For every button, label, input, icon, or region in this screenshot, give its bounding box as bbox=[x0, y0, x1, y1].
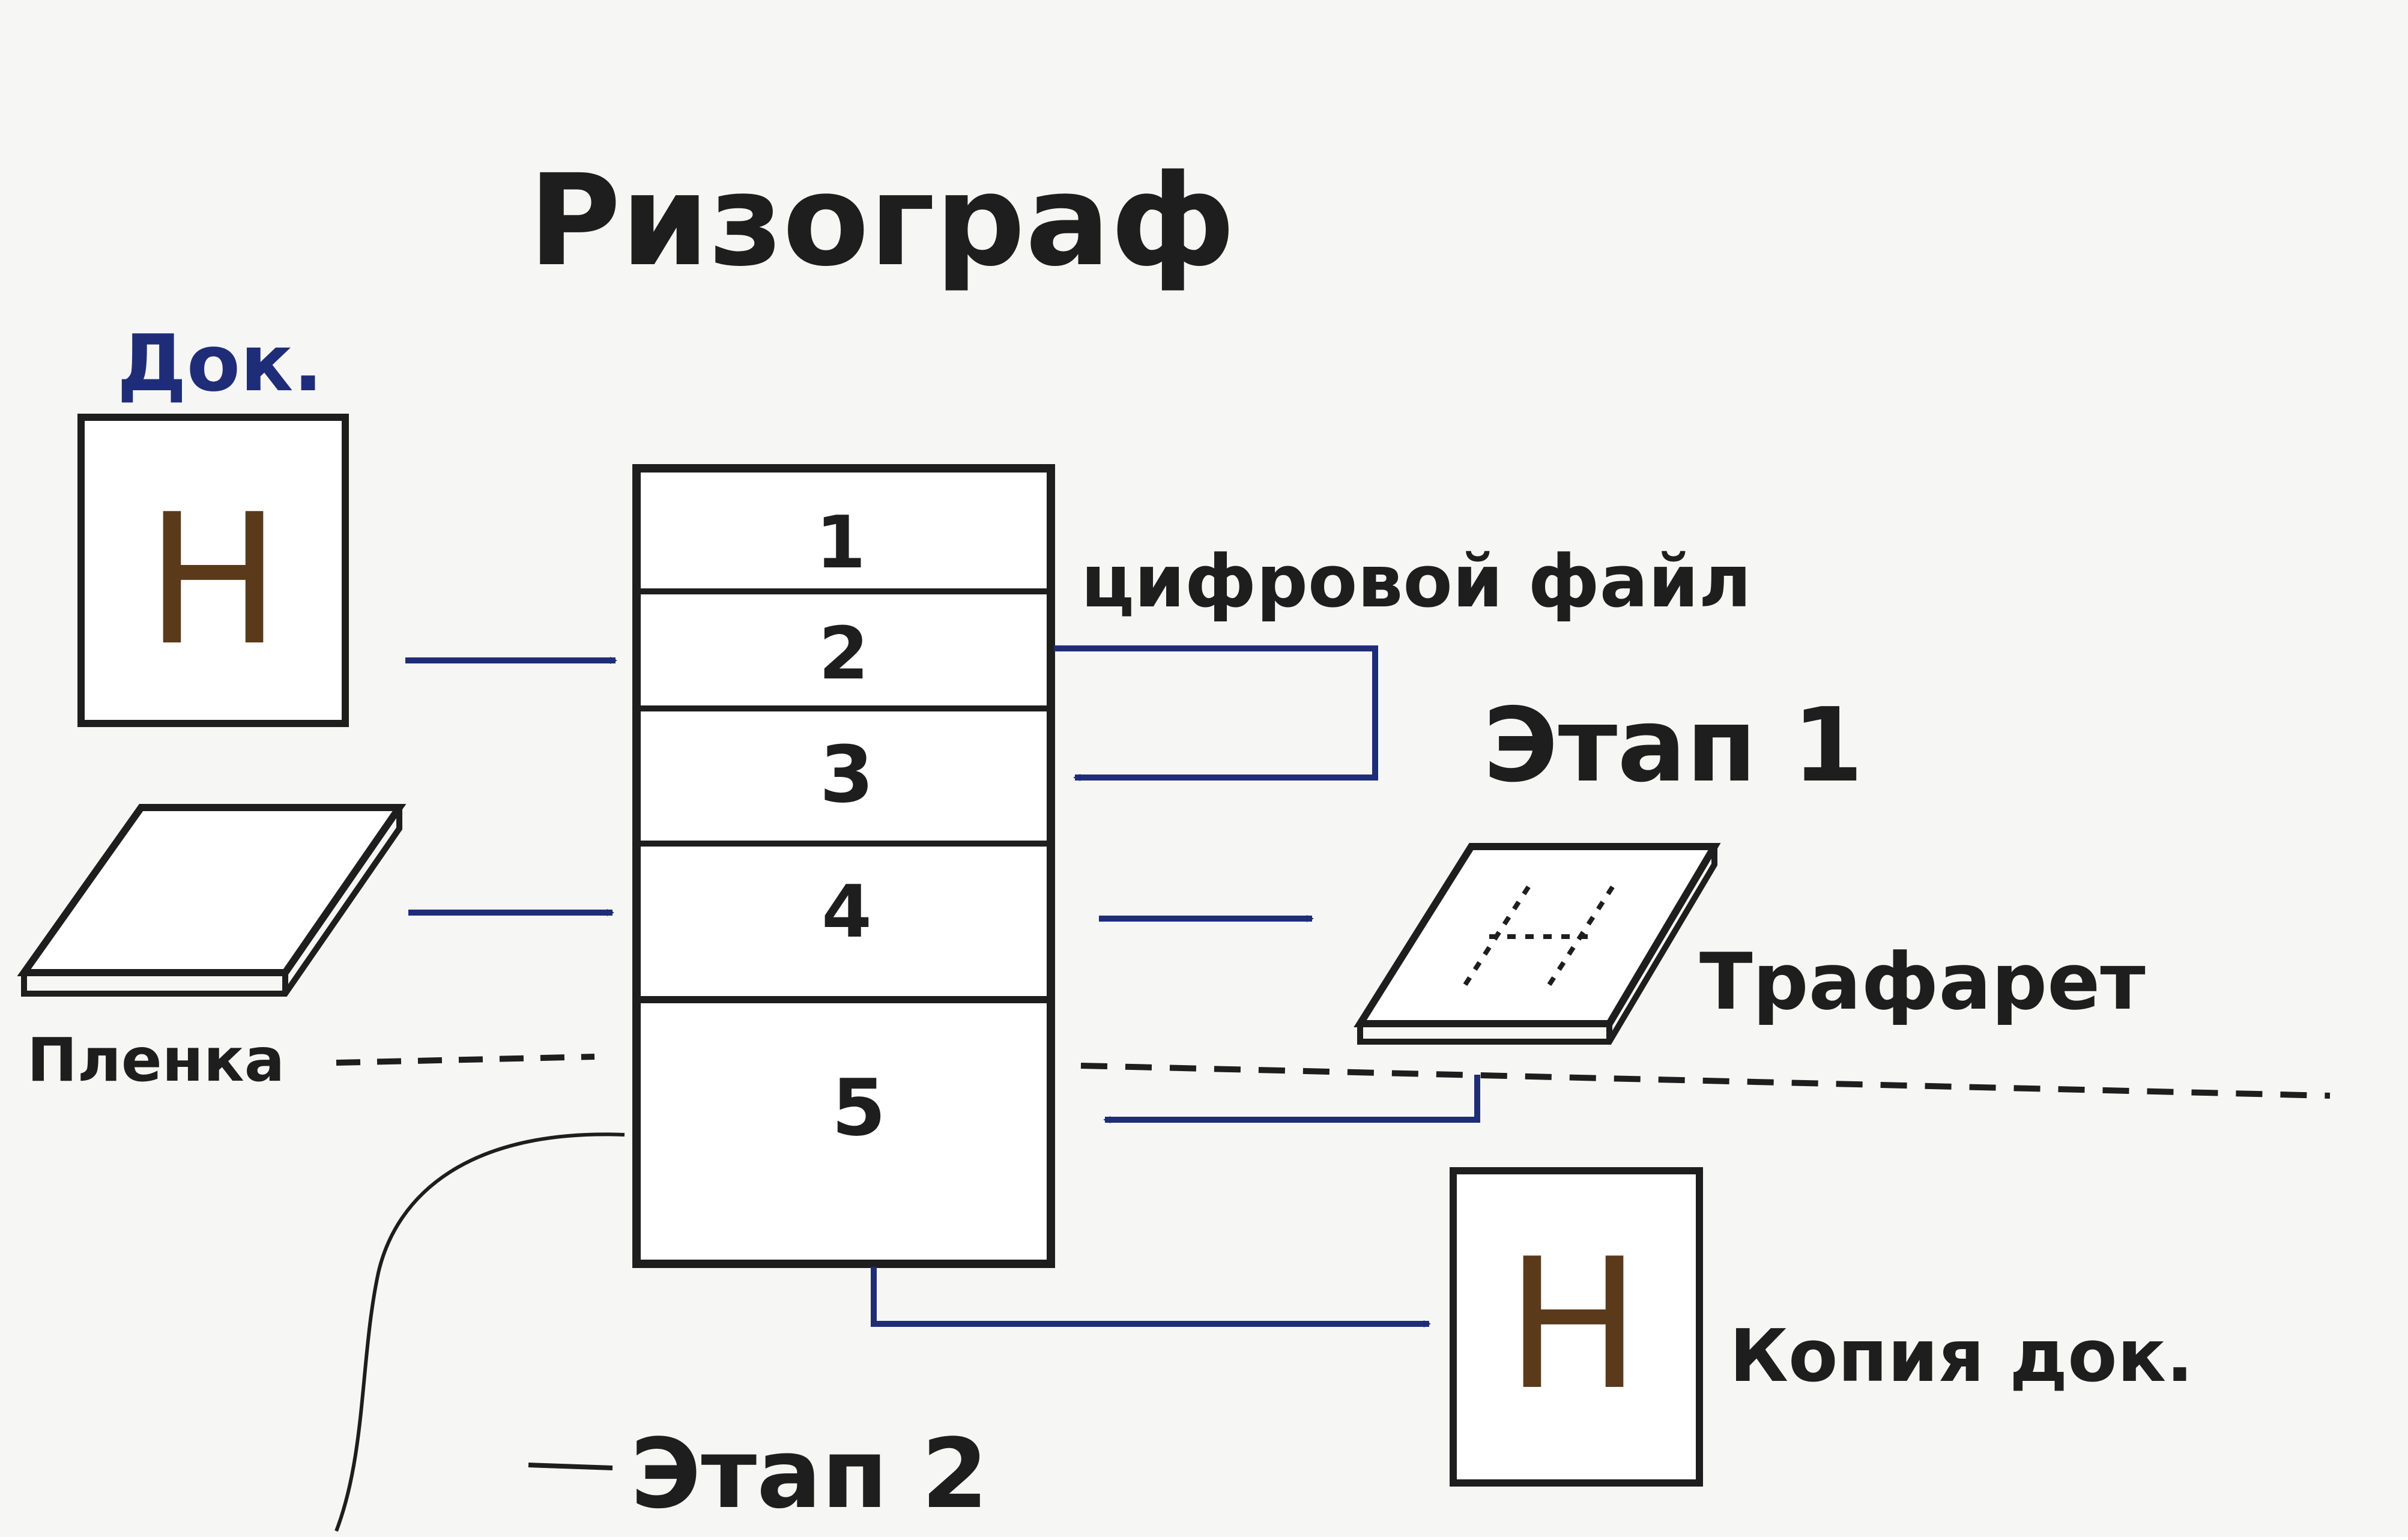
film-dashed-line bbox=[336, 1054, 595, 1066]
copy-document: H bbox=[1450, 1167, 1703, 1487]
copy-document-frame bbox=[1450, 1167, 1703, 1487]
section-1-label: 1 bbox=[815, 501, 866, 585]
risograph-machine: 1 2 3 4 5 bbox=[632, 464, 1055, 1268]
section-3-label: 3 bbox=[820, 729, 874, 820]
section-5-label: 5 bbox=[832, 1062, 886, 1153]
stage-separator-dashed-line bbox=[1080, 1063, 2331, 1099]
stencil-sheet-icon bbox=[1354, 843, 1721, 1045]
stage-2-label: Этап 2 bbox=[631, 1418, 988, 1530]
original-document-frame bbox=[77, 414, 349, 727]
film-label: Пленка bbox=[27, 1025, 285, 1095]
section-2-label: 2 bbox=[818, 612, 869, 696]
machine-frame bbox=[632, 464, 1055, 1268]
diagram-title: Ризограф bbox=[528, 147, 1235, 294]
original-document: H bbox=[77, 414, 349, 727]
arrow-digital-file-loop bbox=[1054, 645, 1378, 778]
stage-1-label: Этап 1 bbox=[1483, 686, 1863, 805]
stage-2-bracket-curve bbox=[334, 1132, 625, 1532]
film-sheet-icon bbox=[17, 804, 407, 997]
stencil-label: Трафарет bbox=[1699, 936, 2146, 1027]
stage-2-pointer-line bbox=[528, 1463, 613, 1470]
section-4-label: 4 bbox=[821, 871, 872, 954]
original-document-letter: H bbox=[145, 476, 281, 685]
digital-file-label: цифровой файл bbox=[1081, 540, 1752, 624]
copy-document-label: Копия док. bbox=[1729, 1315, 2194, 1398]
arrow-stencil-to-section-5 bbox=[1105, 1075, 1480, 1120]
copy-document-letter: H bbox=[1505, 1220, 1641, 1430]
arrow-section-5-to-copy bbox=[871, 1267, 1429, 1324]
doc-label: Док. bbox=[117, 318, 323, 409]
